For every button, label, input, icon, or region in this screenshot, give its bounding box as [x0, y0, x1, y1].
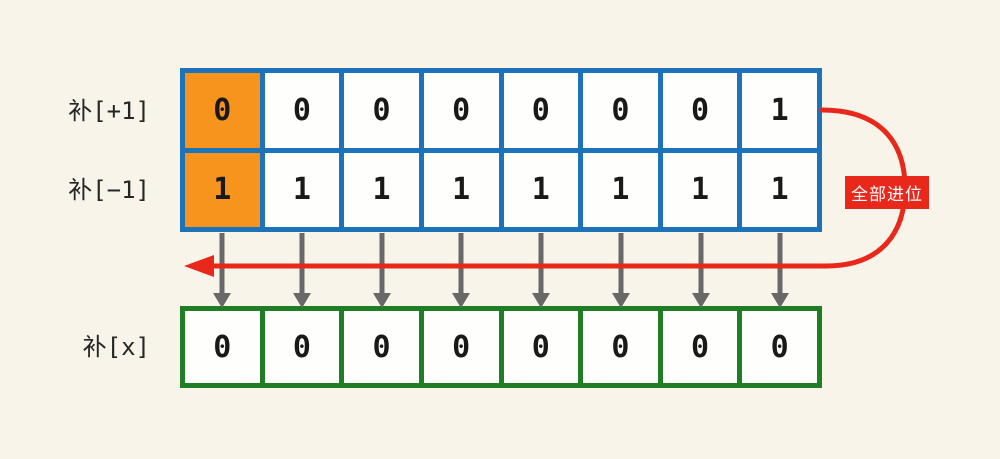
down-arrow-icon: [213, 233, 789, 308]
bit-cell-plus-one-1: 0: [662, 73, 738, 148]
bit-cell-result-3: 0: [503, 311, 579, 383]
row-label-plus-one: 补[+1]: [68, 97, 150, 125]
bit-cell-minus-one-6: 1: [264, 152, 340, 227]
bit-cell-minus-one-1: 1: [662, 152, 738, 227]
bit-cell-plus-one-3: 0: [503, 73, 579, 148]
bit-cell-minus-one-5: 1: [344, 152, 419, 227]
bit-cell-result-1: 0: [662, 311, 738, 383]
bit-cell-result-4: 0: [423, 311, 499, 383]
bit-cell-minus-one-2: 1: [583, 152, 658, 227]
bit-cell-plus-one-5: 0: [344, 73, 419, 148]
row-label-result: 补[x]: [82, 333, 150, 361]
operand-table: 0 0 0 0 0 0 0 1 1 1 1 1 1 1 1 1: [180, 68, 822, 232]
bit-cell-minus-one-3: 1: [503, 152, 579, 227]
bit-cell-minus-one-4: 1: [423, 152, 499, 227]
bit-cell-minus-one-0: 1: [742, 152, 817, 227]
row-label-minus-one: 补[−1]: [68, 176, 150, 204]
bit-cell-minus-one-7: 1: [185, 152, 260, 227]
bit-cell-plus-one-4: 0: [423, 73, 499, 148]
bit-cell-plus-one-0: 1: [742, 73, 817, 148]
bit-cell-result-6: 0: [264, 311, 340, 383]
result-table: 0 0 0 0 0 0 0 0: [180, 306, 822, 388]
bit-cell-plus-one-6: 0: [264, 73, 340, 148]
bit-cell-result-0: 0: [742, 311, 817, 383]
bit-cell-plus-one-7: 0: [185, 73, 260, 148]
bit-cell-result-2: 0: [583, 311, 658, 383]
carry-badge: 全部进位: [845, 176, 929, 209]
bit-cell-result-7: 0: [185, 311, 260, 383]
bit-cell-result-5: 0: [344, 311, 419, 383]
bit-cell-plus-one-2: 0: [583, 73, 658, 148]
